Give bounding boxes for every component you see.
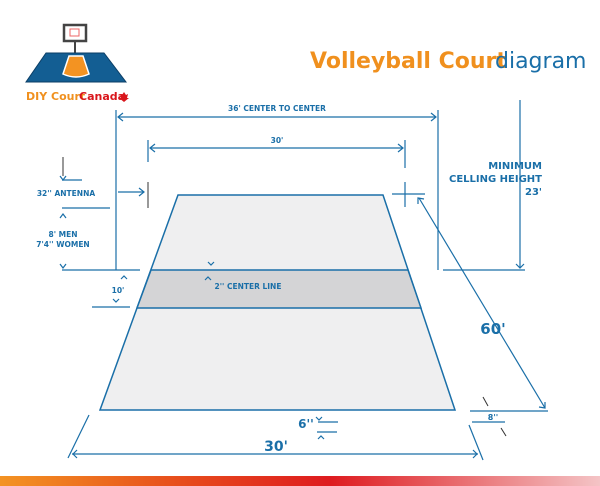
label-net-width: 30'	[271, 136, 284, 145]
label-center-line: 2'' CENTER LINE	[215, 282, 282, 291]
dimension-labels: 36' CENTER TO CENTER 30' 32'' ANTENNA 8'…	[36, 104, 542, 455]
label-ceiling-2: CELLING HEIGHT	[449, 174, 542, 185]
label-court-width: 30'	[264, 439, 288, 455]
title-part2: diagram	[495, 49, 586, 74]
label-antenna: 32'' ANTENNA	[37, 189, 96, 198]
small-arrows	[62, 157, 507, 437]
logo-brand-1: DIY Court	[26, 90, 85, 103]
label-8-inch: 8''	[488, 413, 498, 422]
logo: DIY Court Canada	[25, 23, 129, 103]
label-ceiling-1: MINIMUM	[488, 161, 542, 172]
maple-leaf-icon	[119, 92, 129, 102]
center-zone	[135, 269, 423, 309]
label-net-women: 7'4'' WOMEN	[36, 240, 89, 249]
title-part1: Volleyball Court	[310, 49, 507, 74]
label-attack-line: 10'	[112, 286, 125, 295]
footer-gradient-bar	[0, 476, 600, 486]
label-net-men: 8' MEN	[49, 230, 78, 239]
dimension-lines	[59, 100, 548, 461]
label-length: 60'	[480, 320, 505, 338]
label-ceiling-3: 23'	[525, 187, 542, 198]
label-center-to-center: 36' CENTER TO CENTER	[228, 104, 326, 113]
label-6-inch: 6''	[298, 417, 314, 431]
logo-brand-2: Canada	[79, 90, 125, 103]
